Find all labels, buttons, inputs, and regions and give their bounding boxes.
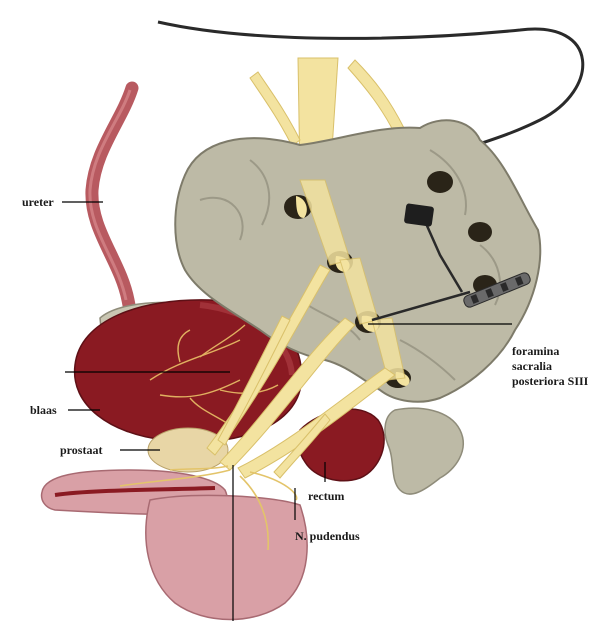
foramen [427, 171, 453, 193]
label-rectum: rectum [308, 489, 344, 503]
label-ureter: ureter [22, 195, 54, 209]
label-blaas: blaas [30, 403, 57, 417]
scrotum [146, 495, 307, 619]
label-n-pudendus: N. pudendus [295, 529, 360, 543]
rectum [298, 409, 384, 481]
label-prostaat: prostaat [60, 443, 102, 457]
foramen [468, 222, 492, 242]
label-foramina-line3: posteriora SIII [512, 374, 589, 388]
electrode-anchor [404, 203, 435, 227]
label-foramina-line1: foramina [512, 344, 559, 358]
coccyx [385, 408, 463, 494]
label-foramina-line2: sacralia [512, 359, 552, 373]
